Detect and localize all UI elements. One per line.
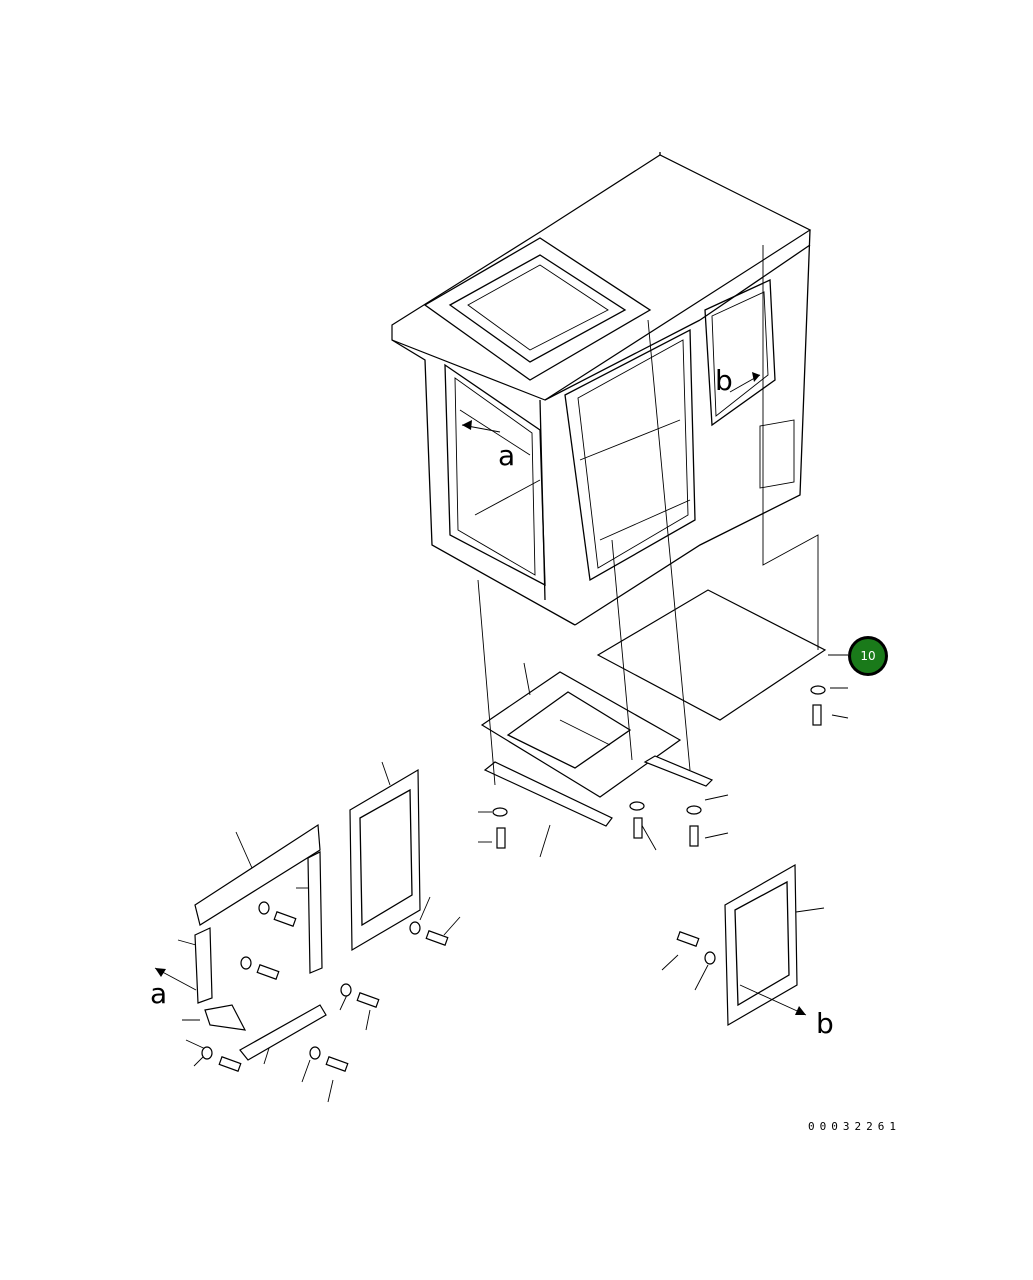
washer-icon: [258, 901, 270, 915]
bolt-icon: [425, 930, 449, 946]
view-arrows: [154, 372, 807, 1016]
washer-icon: [704, 951, 716, 965]
bolt-icon: [689, 825, 699, 847]
washer-icon: [629, 801, 645, 811]
view-label-b-cab: b: [715, 364, 733, 397]
bolt-icon: [812, 704, 822, 726]
floor-plate-center: [480, 671, 682, 798]
washer-icon: [686, 805, 702, 815]
bolt-icon: [676, 931, 700, 947]
bolts-and-washers: [201, 685, 826, 1072]
floor-plate-right: [596, 589, 827, 721]
washer-icon: [240, 956, 252, 970]
window-frame-right: [724, 863, 798, 1027]
bottom-rail: [483, 755, 714, 827]
bolt-icon: [325, 1056, 349, 1072]
washer-icon: [810, 685, 826, 695]
cab-assembly: [391, 152, 812, 626]
callout-10[interactable]: 10: [848, 636, 888, 676]
callout-number: 10: [860, 649, 875, 663]
washer-icon: [492, 807, 508, 817]
bolt-icon: [496, 827, 506, 849]
washer-icon: [309, 1046, 321, 1060]
drawing-code: 00032261: [808, 1120, 901, 1133]
view-label-b-right: b: [816, 1007, 834, 1040]
washer-icon: [201, 1046, 213, 1060]
view-label-a-cab: a: [498, 439, 515, 472]
left-side-panels: [194, 823, 327, 1061]
bolt-icon: [218, 1056, 242, 1072]
washer-icon: [340, 983, 352, 997]
window-frame-left: [349, 768, 421, 952]
bolt-icon: [356, 992, 380, 1008]
bolt-icon: [633, 817, 643, 839]
bolt-icon: [273, 911, 297, 927]
bolt-icon: [256, 964, 280, 980]
view-label-a-left: a: [150, 977, 167, 1010]
washer-icon: [409, 921, 421, 935]
